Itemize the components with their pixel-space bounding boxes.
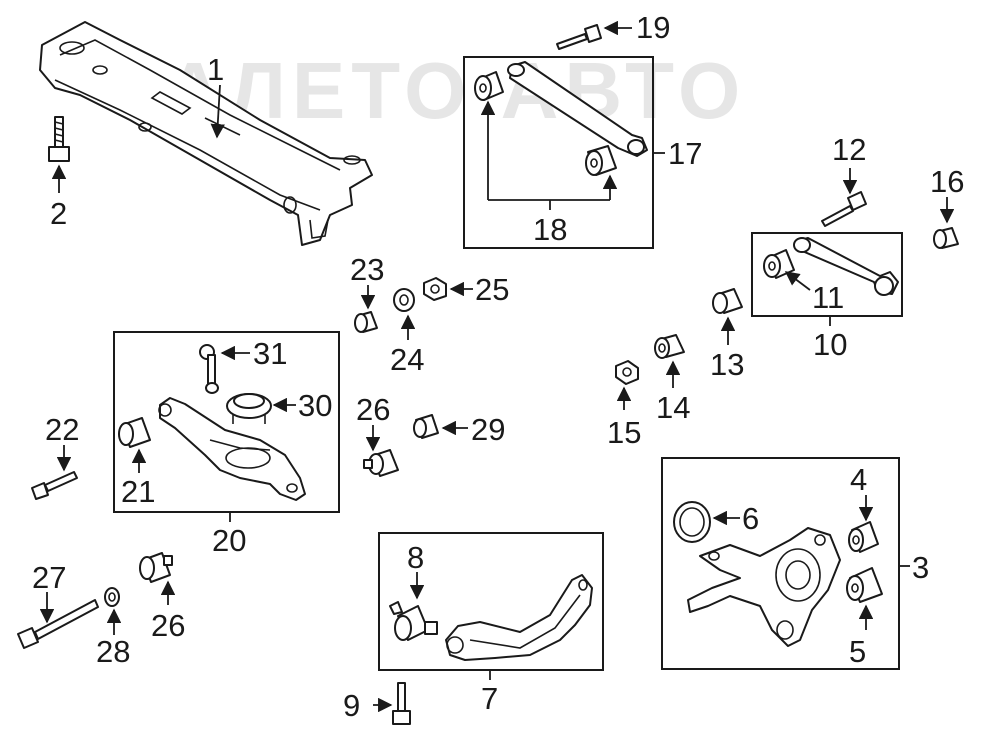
knuckle-icon xyxy=(687,527,841,647)
bushing-icon xyxy=(389,601,438,641)
seal-icon xyxy=(673,501,711,543)
trailing-arm-icon xyxy=(445,574,593,661)
bushing-icon xyxy=(413,414,439,439)
callout-6: 6 xyxy=(742,501,759,536)
callout-3: 3 xyxy=(912,550,929,585)
trailing-arm-assembly-box xyxy=(378,532,604,671)
bushing-icon xyxy=(654,334,685,359)
nut-icon xyxy=(423,277,447,301)
callout-26: 26 xyxy=(151,608,185,643)
callout-4: 4 xyxy=(850,462,867,497)
callout-23: 23 xyxy=(350,252,384,287)
callout-14: 14 xyxy=(656,390,690,425)
callout-18: 18 xyxy=(533,212,567,247)
callout-15: 15 xyxy=(607,415,641,450)
callout-20: 20 xyxy=(212,523,246,558)
callout-9: 9 xyxy=(343,688,360,723)
callout-8: 8 xyxy=(407,540,424,575)
bushing-icon xyxy=(848,521,879,553)
bushing-icon xyxy=(585,145,617,176)
callout-28: 28 xyxy=(96,634,130,669)
bolt-icon xyxy=(31,471,78,500)
bushing-icon xyxy=(118,417,151,448)
bushing-icon xyxy=(846,567,883,603)
bolt-icon xyxy=(821,191,867,227)
crossmember-icon xyxy=(39,21,373,246)
callout-27: 27 xyxy=(32,560,66,595)
callout-21: 21 xyxy=(121,474,155,509)
callout-17: 17 xyxy=(668,136,702,171)
spring-seat-icon xyxy=(226,393,272,424)
bushing-icon xyxy=(712,288,743,314)
bushing-icon xyxy=(354,311,378,333)
bolt-icon xyxy=(392,682,411,725)
washer-icon xyxy=(393,288,415,312)
callout-10: 10 xyxy=(813,327,847,362)
bolt-icon xyxy=(17,599,99,649)
callout-16: 16 xyxy=(930,164,964,199)
callout-13: 13 xyxy=(710,347,744,382)
callout-25: 25 xyxy=(475,272,509,307)
bushing-icon xyxy=(933,227,959,249)
lateral-link-icon xyxy=(507,61,648,157)
callout-29: 29 xyxy=(471,412,505,447)
callout-7: 7 xyxy=(481,681,498,716)
callout-24: 24 xyxy=(390,342,424,377)
nut-icon xyxy=(615,360,639,385)
callout-31: 31 xyxy=(253,336,287,371)
bushing-icon xyxy=(763,249,795,279)
stabilizer-link-icon xyxy=(199,344,219,394)
callout-1: 1 xyxy=(207,52,224,87)
toe-link-icon xyxy=(793,237,899,296)
callout-22: 22 xyxy=(45,412,79,447)
callout-12: 12 xyxy=(832,132,866,167)
bushing-icon xyxy=(474,71,504,101)
callout-19: 19 xyxy=(636,10,670,45)
callout-11: 11 xyxy=(812,280,844,315)
callout-30: 30 xyxy=(298,388,332,423)
bolt-icon xyxy=(556,24,602,50)
lower-arm-assembly-box xyxy=(113,331,340,513)
callout-5: 5 xyxy=(849,634,866,669)
lower-arm-icon xyxy=(158,397,306,501)
knuckle-assembly-box xyxy=(661,457,900,670)
callout-26: 26 xyxy=(356,392,390,427)
callout-2: 2 xyxy=(50,196,67,231)
bushing-icon xyxy=(363,449,399,477)
washer-icon xyxy=(104,587,120,607)
link-assembly-box xyxy=(751,232,903,317)
bushing-icon xyxy=(139,552,173,583)
bolt-icon xyxy=(48,116,70,162)
